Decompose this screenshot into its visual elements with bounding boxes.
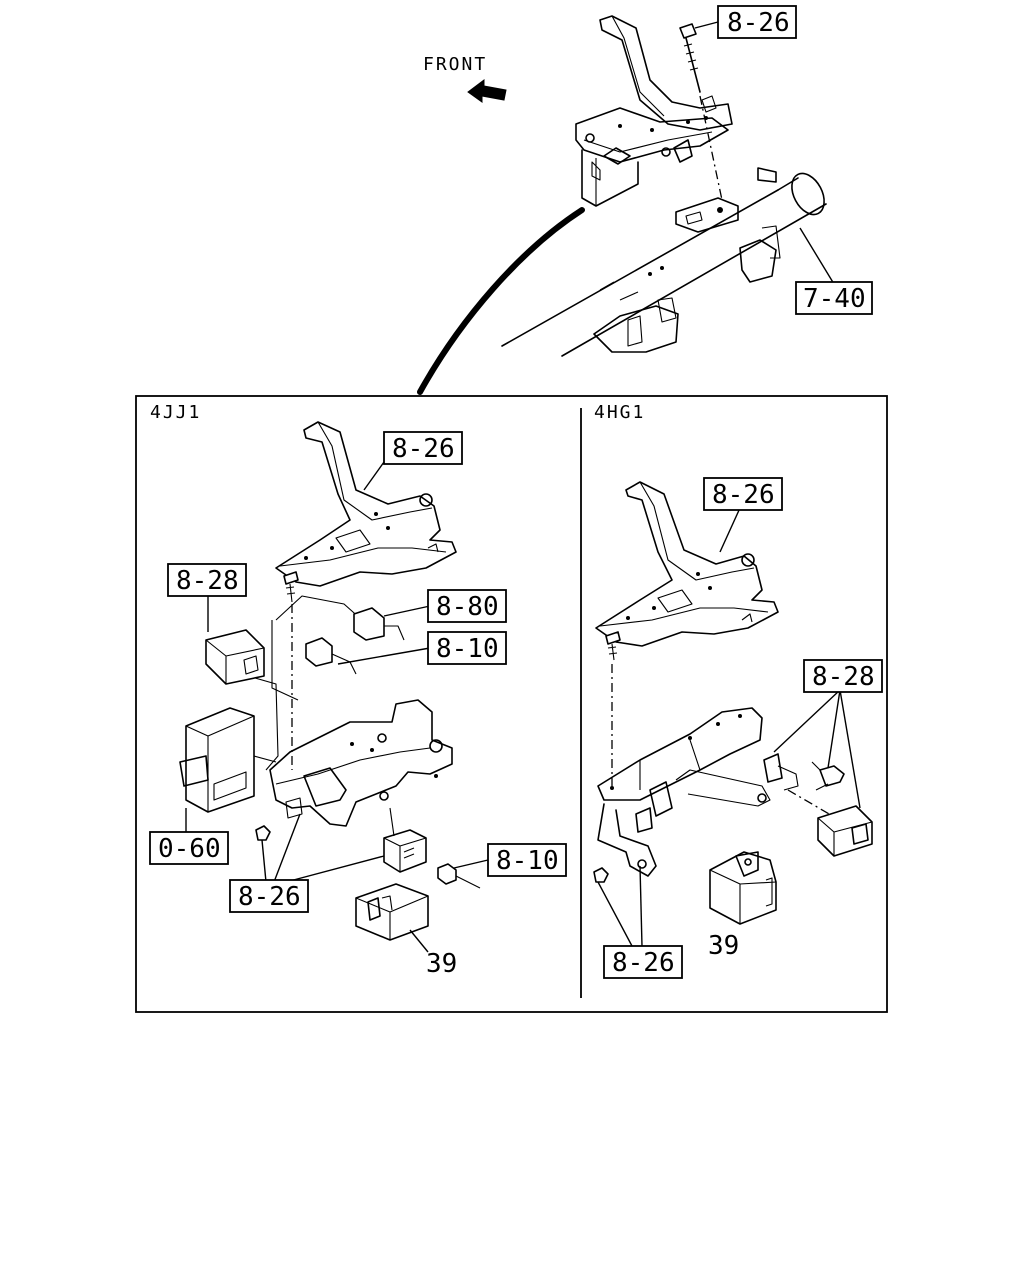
callout-4jj1-bracket: 8-26 bbox=[363, 431, 463, 491]
cover-39-4hg1 bbox=[709, 851, 777, 925]
screw-4hg1 bbox=[605, 631, 621, 786]
callout-4hg1-bracket: 8-26 bbox=[703, 477, 783, 553]
bracket-4jj1 bbox=[275, 421, 457, 587]
connector-8-10-upper bbox=[305, 637, 431, 675]
cover-39-4jj1 bbox=[355, 883, 429, 953]
top-bolt bbox=[679, 21, 723, 201]
svg-text:8-26: 8-26 bbox=[712, 480, 775, 510]
control-unit-0-60 bbox=[179, 707, 277, 834]
panel-4hg1: 4HG1 bbox=[593, 402, 883, 979]
svg-text:8-10: 8-10 bbox=[496, 846, 559, 876]
callout-4jj1-control-unit: 0-60 bbox=[149, 831, 229, 865]
callout-4jj1-connector-c: 8-10 bbox=[487, 843, 567, 877]
connector-8-80 bbox=[353, 605, 431, 641]
front-arrow-icon bbox=[467, 79, 507, 103]
svg-text:8-26: 8-26 bbox=[392, 434, 455, 464]
callout-4hg1-fasteners: 8-26 bbox=[603, 945, 683, 979]
detail-connector-arc bbox=[417, 207, 585, 395]
lower-bracket-4hg1 bbox=[597, 707, 771, 877]
front-label: FRONT bbox=[423, 54, 487, 75]
svg-text:8-80: 8-80 bbox=[436, 592, 499, 622]
front-indicator: FRONT bbox=[423, 54, 507, 103]
relay-4jj1 bbox=[205, 592, 265, 685]
detail-frame bbox=[135, 395, 888, 1013]
top-bracket-assembly bbox=[575, 15, 733, 207]
callout-4jj1-connector-a: 8-80 bbox=[427, 589, 507, 623]
svg-text:8-28: 8-28 bbox=[812, 662, 875, 692]
bracket-4hg1 bbox=[595, 481, 779, 647]
callout-frame: 7-40 bbox=[795, 227, 873, 315]
svg-text:8-26: 8-26 bbox=[612, 948, 675, 978]
relay-lower-4jj1 bbox=[383, 807, 427, 873]
nut-4hg1 bbox=[593, 867, 609, 883]
top-frame-member bbox=[501, 167, 827, 357]
callout-4jj1-relay: 8-28 bbox=[167, 563, 247, 597]
callout-4hg1-cover: 39 bbox=[708, 931, 739, 961]
svg-text:0-60: 0-60 bbox=[158, 834, 221, 864]
callout-4jj1-connector-b: 8-10 bbox=[427, 631, 507, 665]
callout-top-bolt: 8-26 bbox=[717, 5, 797, 39]
panel-4jj1-title: 4JJ1 bbox=[150, 402, 201, 423]
panel-4jj1: 4JJ1 bbox=[149, 402, 567, 979]
screw-4jj1 bbox=[283, 571, 299, 770]
nut-4jj1 bbox=[255, 825, 271, 841]
svg-text:8-26: 8-26 bbox=[727, 8, 790, 38]
callout-4hg1-relay: 8-28 bbox=[803, 659, 883, 693]
svg-text:7-40: 7-40 bbox=[803, 284, 866, 314]
svg-text:39: 39 bbox=[426, 949, 457, 979]
callout-4jj1-cover: 39 bbox=[426, 949, 457, 979]
relay-4hg1 bbox=[763, 753, 873, 857]
lower-bracket-4jj1 bbox=[269, 699, 453, 827]
svg-text:8-28: 8-28 bbox=[176, 566, 239, 596]
callout-4jj1-fasteners: 8-26 bbox=[229, 879, 309, 913]
svg-text:39: 39 bbox=[708, 931, 739, 961]
svg-text:8-26: 8-26 bbox=[238, 882, 301, 912]
connector-8-10-lower bbox=[437, 859, 489, 889]
panel-4hg1-title: 4HG1 bbox=[594, 402, 645, 423]
svg-text:8-10: 8-10 bbox=[436, 634, 499, 664]
